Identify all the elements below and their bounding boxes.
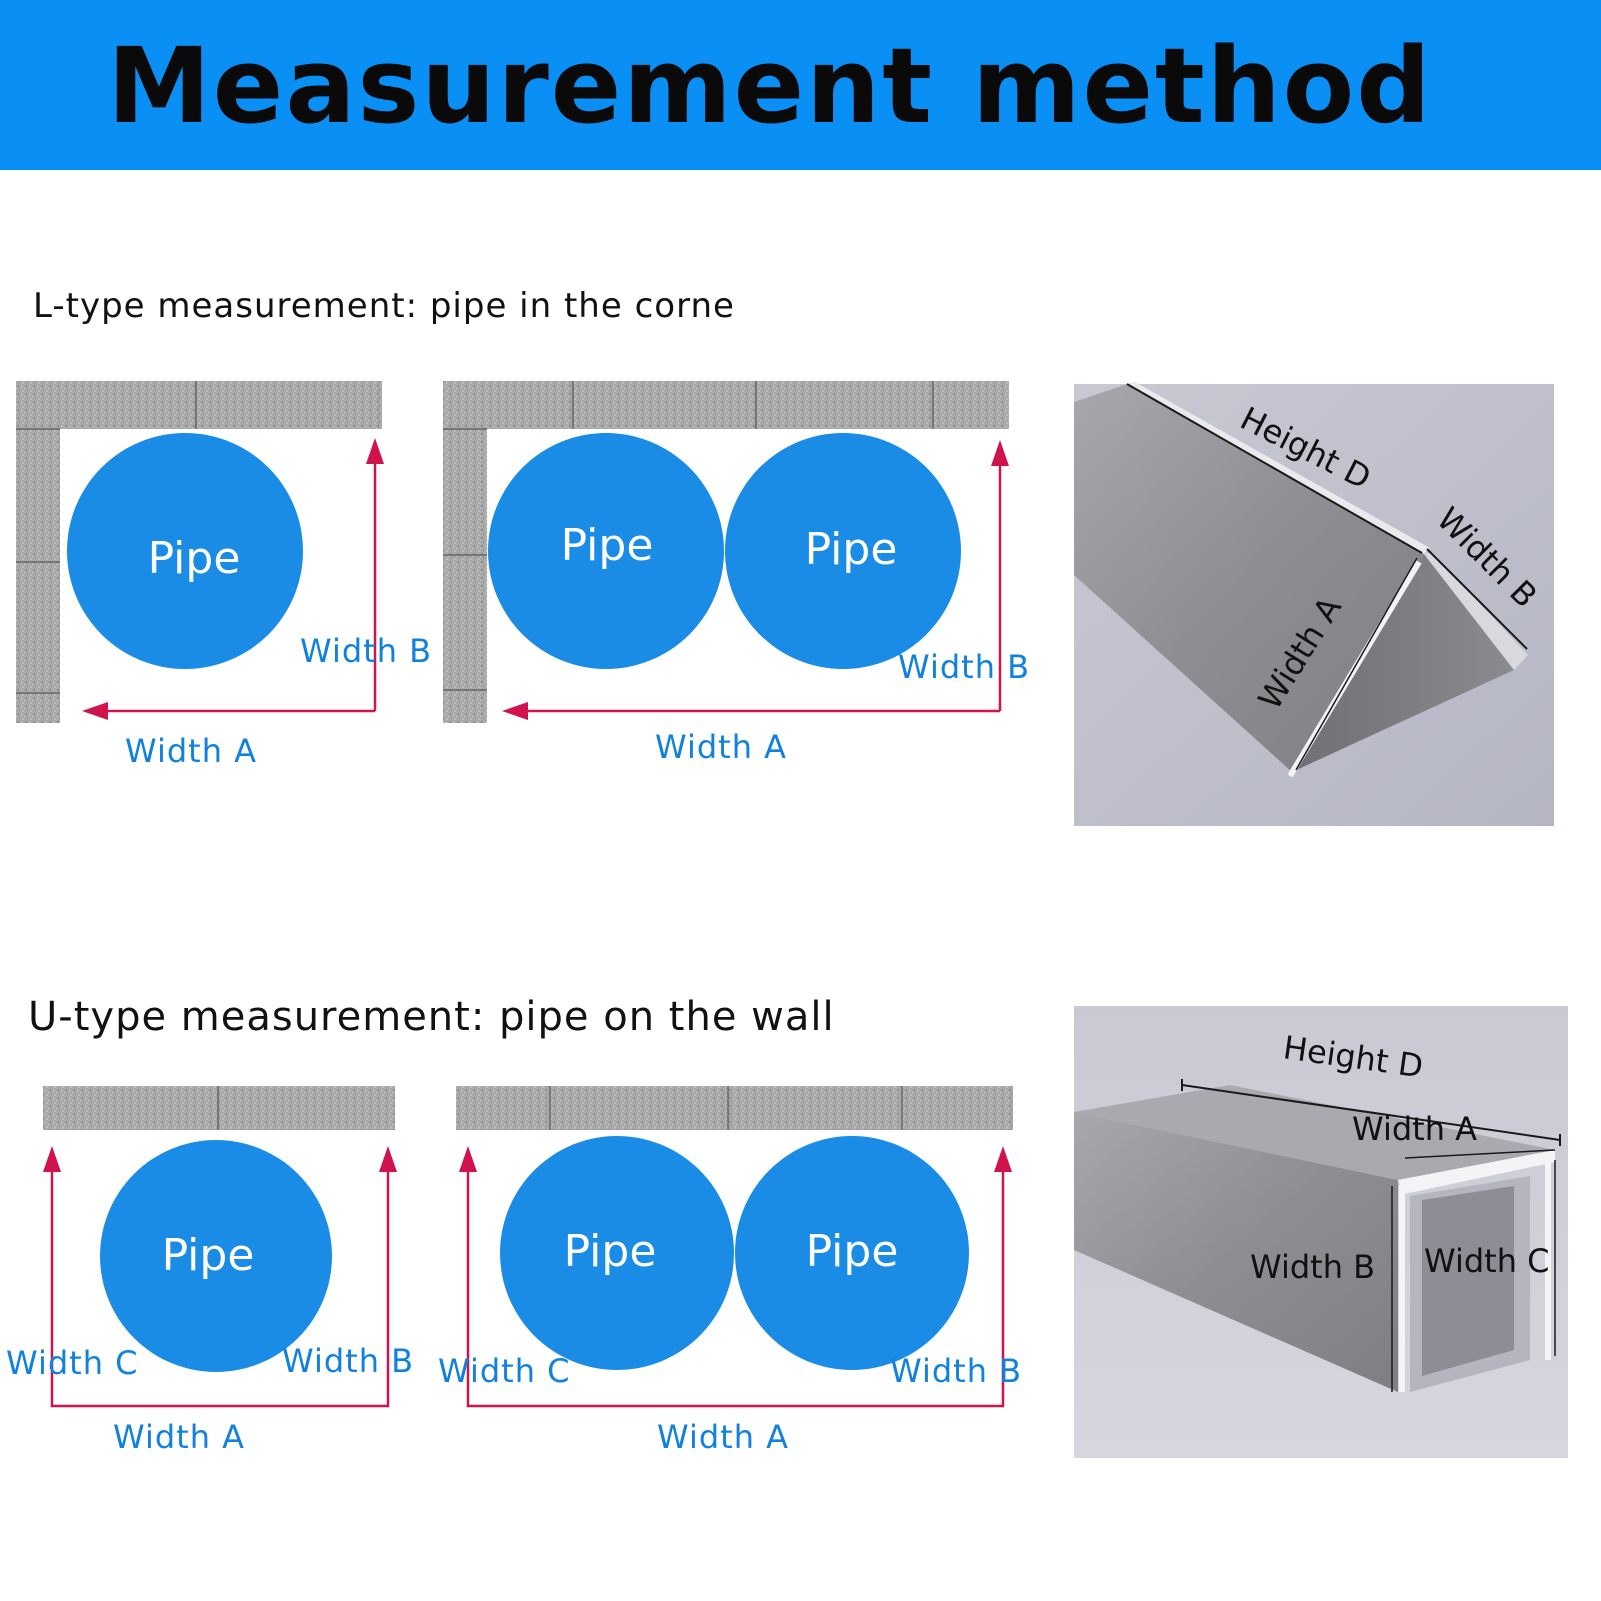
width-b-label: Width B [1250, 1248, 1375, 1286]
pipe-circle-2 [725, 433, 961, 669]
width-a-label: Width A [125, 732, 257, 770]
pipe-label-1: Pipe [561, 520, 654, 571]
u-type-single-diagram: Pipe Width C Width B Width A [6, 1086, 414, 1456]
l-type-single-diagram: Pipe Width B Width A [16, 381, 432, 770]
dimension-arrow [512, 452, 1002, 713]
wall-left [16, 429, 60, 723]
page-title: Measurement method [107, 25, 1433, 147]
pipe-circle-1 [500, 1136, 734, 1370]
wall-top [16, 381, 382, 429]
channel-inner-shadow [1422, 1186, 1514, 1376]
title-banner: Measurement method [0, 0, 1601, 170]
l-angle-photo: Height D Width B Width A [1074, 382, 1554, 826]
width-a-label: Width A [113, 1418, 245, 1456]
pipe-label-2: Pipe [805, 524, 898, 575]
wall-top [456, 1086, 1013, 1130]
dimension-arrow [466, 1162, 1005, 1408]
wall-top [443, 381, 1009, 429]
dimension-arrow [92, 450, 377, 713]
width-b-label: Width B [282, 1342, 414, 1380]
wall-left [443, 429, 487, 723]
u-type-heading: U-type measurement: pipe on the wall [28, 994, 835, 1040]
channel-front-face [1074, 1112, 1398, 1392]
l-type-heading: L-type measurement: pipe in the corne [33, 286, 735, 326]
width-a-label: Width A [1352, 1110, 1477, 1148]
angle-inner-face [1292, 554, 1514, 772]
width-a-label: Width A [657, 1418, 789, 1456]
u-channel-photo: Height D Width A Width B Width C [1074, 1006, 1568, 1458]
width-b-label: Width B [300, 632, 432, 670]
pipe-label-1: Pipe [564, 1226, 657, 1277]
pipe-label: Pipe [162, 1230, 255, 1281]
width-c-label: Width C [438, 1352, 570, 1390]
width-c-label: Width C [6, 1344, 138, 1382]
angle-front-face [1074, 384, 1424, 772]
pipe-circle-2 [735, 1136, 969, 1370]
channel-lip [1398, 1150, 1555, 1194]
pipe-circle-1 [488, 433, 724, 669]
width-c-label: Width C [1424, 1242, 1549, 1280]
pipe-label-2: Pipe [806, 1226, 899, 1277]
u-type-double-diagram: Pipe Pipe Width C Width B Width A [438, 1086, 1022, 1456]
angle-side-edge [1424, 552, 1528, 670]
wall-top [43, 1086, 395, 1130]
l-type-double-diagram: Pipe Pipe Width B Width A [443, 381, 1030, 766]
pipe-circle [67, 433, 303, 669]
pipe-circle [100, 1140, 332, 1372]
pipe-label: Pipe [148, 533, 241, 584]
width-b-label: Width B [890, 1352, 1022, 1390]
width-b-label: Width B [898, 648, 1030, 686]
width-a-label: Width A [655, 728, 787, 766]
angle-top-edge [1127, 382, 1430, 554]
dimension-arrow [50, 1162, 390, 1408]
